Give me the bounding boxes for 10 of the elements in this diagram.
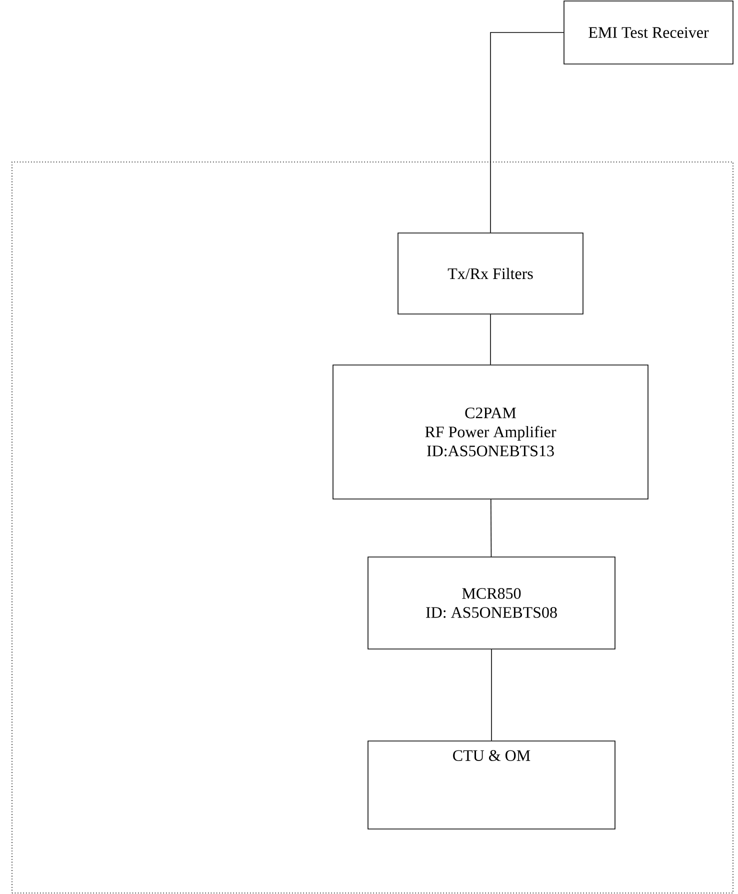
component-box: EMI Test Receiver [564, 0, 734, 64]
dotted-frame [12, 162, 734, 894]
component-box: C2PAM RF Power Amplifier ID:AS5ONEBTS13 [332, 364, 648, 500]
connector-line [490, 32, 564, 233]
component-box: Tx/Rx Filters [398, 232, 584, 314]
connector-line [491, 649, 492, 741]
component-box: MCR850 ID: AS5ONEBTS08 [368, 556, 616, 650]
connector-line [490, 314, 491, 365]
component-box: CTU & OM [368, 740, 616, 830]
connector-line [490, 499, 492, 557]
